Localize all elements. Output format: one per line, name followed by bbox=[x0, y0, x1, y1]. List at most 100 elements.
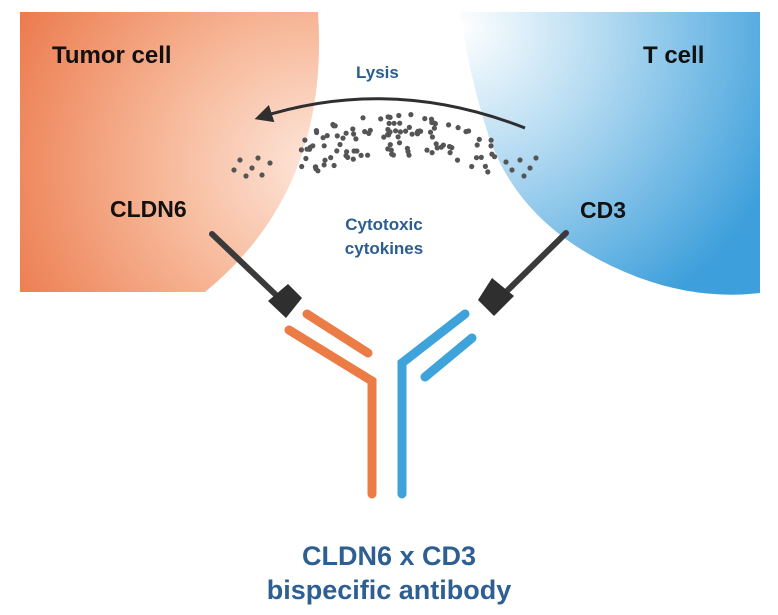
cytokine-dot bbox=[381, 134, 387, 140]
cytokine-dot bbox=[397, 120, 403, 126]
lysis-arrow bbox=[254, 97, 526, 130]
cytokine-dot bbox=[485, 169, 491, 175]
cytokine-dot bbox=[378, 116, 384, 122]
antibody-blue-arm bbox=[397, 309, 477, 499]
cytokines-label-line1: Cytotoxic bbox=[345, 215, 422, 234]
cytokine-dot bbox=[390, 152, 396, 158]
cytokine-dot bbox=[432, 121, 438, 127]
cytokine-dot bbox=[312, 164, 318, 170]
cytokine-dot bbox=[454, 157, 461, 163]
cytokine-dot bbox=[527, 165, 533, 171]
cytokine-dot bbox=[395, 134, 401, 140]
cytokine-dot bbox=[429, 150, 435, 156]
cytokine-dot bbox=[321, 143, 327, 149]
cytokine-dot bbox=[351, 148, 357, 154]
cytokine-dot bbox=[298, 147, 304, 153]
cytokine-dot bbox=[320, 135, 326, 141]
cytokine-dot bbox=[427, 129, 434, 135]
cytokine-dot bbox=[521, 173, 527, 179]
cytokine-dot bbox=[408, 112, 414, 118]
cytokine-dot bbox=[343, 130, 349, 136]
cytokine-dot bbox=[478, 154, 484, 160]
tumor-cell-label: Tumor cell bbox=[52, 42, 172, 69]
cytokine-dot bbox=[343, 153, 349, 159]
cytokines-label-line2: cytokines bbox=[345, 239, 423, 258]
cytokine-dot bbox=[406, 152, 412, 158]
cytokine-dot bbox=[391, 120, 397, 126]
cytokine-dot bbox=[406, 124, 412, 130]
cytokine-dot bbox=[422, 116, 428, 122]
cytokine-dot bbox=[231, 167, 237, 173]
cytokine-dot bbox=[503, 159, 509, 165]
cytokine-dot bbox=[488, 143, 494, 149]
cytokine-dot bbox=[237, 157, 243, 163]
cytokine-dot bbox=[393, 128, 399, 134]
cytokine-dot bbox=[397, 129, 403, 135]
cytokine-dot bbox=[351, 131, 357, 137]
cytokine-dot bbox=[429, 134, 435, 140]
cytokine-dot bbox=[302, 137, 308, 143]
cytokine-dot bbox=[350, 126, 356, 132]
cytokine-dot bbox=[446, 122, 452, 128]
cytokine-dot bbox=[446, 143, 453, 150]
cd3-linker bbox=[478, 230, 569, 316]
caption-line2: bispecific antibody bbox=[267, 575, 512, 605]
cytokine-dot bbox=[350, 156, 356, 162]
cytokine-dot bbox=[358, 152, 364, 158]
t-cell-label: T cell bbox=[643, 42, 704, 69]
cytokine-dot bbox=[385, 114, 391, 120]
caption-line1: CLDN6 x CD3 bbox=[302, 541, 476, 571]
cytokine-dot bbox=[431, 125, 437, 131]
cytokine-dot bbox=[249, 165, 255, 171]
cytokine-dot bbox=[334, 148, 340, 154]
cytokine-dot bbox=[385, 126, 391, 133]
cytokine-dot bbox=[344, 149, 350, 155]
cytokine-dot bbox=[417, 128, 423, 134]
cytokine-dot bbox=[337, 141, 343, 148]
cldn6-linker bbox=[209, 231, 302, 318]
cytokine-dot bbox=[469, 163, 475, 170]
cytokine-dot bbox=[362, 129, 368, 135]
cytokine-dot bbox=[353, 136, 359, 142]
cytokine-dot bbox=[447, 150, 453, 156]
cytokine-dot bbox=[267, 160, 273, 166]
cytokine-dot bbox=[322, 157, 328, 163]
t-cell bbox=[460, 12, 760, 295]
cytokine-dot bbox=[455, 125, 461, 131]
cytokine-dot bbox=[433, 141, 439, 147]
cytokine-dot bbox=[314, 129, 320, 136]
cd3-label: CD3 bbox=[580, 197, 626, 223]
cytokine-dot bbox=[434, 145, 440, 151]
cytokine-dot bbox=[259, 172, 265, 178]
cytokine-dot bbox=[330, 121, 336, 128]
cytokine-dot bbox=[366, 130, 372, 136]
cytokine-dot bbox=[387, 142, 393, 148]
cytokine-dot bbox=[517, 157, 523, 163]
cytokine-dot bbox=[303, 155, 309, 162]
cytokine-dot bbox=[473, 155, 480, 161]
antibody-orange-arm bbox=[284, 309, 377, 499]
cytokine-dot bbox=[440, 142, 446, 148]
cytokine-dot bbox=[324, 133, 330, 139]
cytokine-dot bbox=[396, 140, 403, 146]
cytokine-dot bbox=[463, 129, 469, 135]
cytokine-dot bbox=[340, 135, 346, 141]
cytokine-dots bbox=[231, 112, 539, 179]
cytokine-dot bbox=[243, 173, 249, 179]
cytokine-dot bbox=[365, 152, 371, 158]
cytokine-dot bbox=[331, 162, 337, 169]
cytokine-dot bbox=[482, 163, 488, 169]
cytokine-dot bbox=[533, 155, 539, 161]
tumor-cell bbox=[20, 12, 320, 292]
cytokine-dot bbox=[304, 146, 310, 152]
lysis-label: Lysis bbox=[356, 63, 399, 82]
cytokine-dot bbox=[476, 136, 482, 142]
cytokine-dot bbox=[299, 163, 305, 170]
cytokine-dot bbox=[255, 155, 261, 161]
cytokine-dot bbox=[321, 162, 327, 168]
cytokine-dot bbox=[360, 115, 366, 121]
cytokine-dot bbox=[386, 120, 392, 126]
cldn6-label: CLDN6 bbox=[110, 196, 187, 222]
